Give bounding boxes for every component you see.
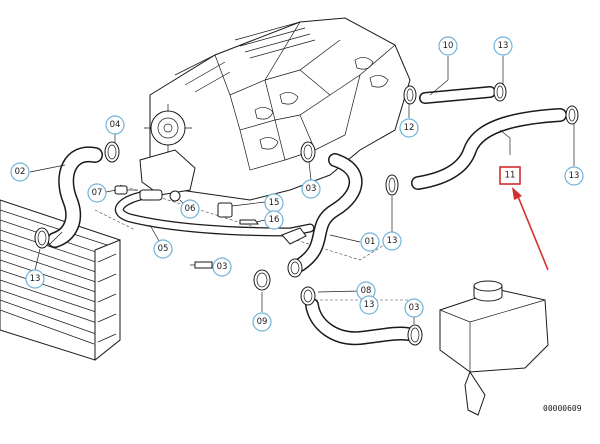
callout-13[interactable]: 13 <box>382 231 402 251</box>
svg-text:09: 09 <box>257 317 268 327</box>
callout-10[interactable]: 10 <box>438 36 458 56</box>
hose-02[interactable] <box>47 146 103 248</box>
callout-01[interactable]: 01 <box>360 232 380 252</box>
svg-text:01: 01 <box>365 237 376 247</box>
svg-text:13: 13 <box>498 41 509 51</box>
svg-text:05: 05 <box>158 244 169 254</box>
svg-text:10: 10 <box>443 41 454 51</box>
expansion-tank <box>439 280 549 416</box>
callout-13[interactable]: 13 <box>564 166 584 186</box>
callout-09[interactable]: 13 <box>359 295 379 315</box>
radiator <box>0 199 121 362</box>
svg-text:12: 12 <box>404 123 415 133</box>
svg-text:13: 13 <box>387 236 398 246</box>
callout-08[interactable]: 03 <box>212 257 232 277</box>
svg-text:13: 13 <box>30 274 41 284</box>
highlighted-part-label[interactable]: 11 <box>499 166 521 185</box>
callout-13[interactable]: 13 <box>493 36 513 56</box>
callouts: 10 13 12 13 04 02 07 06 03 13 15 16 05 0… <box>10 36 584 332</box>
callout-03[interactable]: 13 <box>25 269 45 289</box>
hose-10[interactable] <box>419 86 496 104</box>
hose-clamps <box>34 82 579 346</box>
callout-06[interactable]: 06 <box>180 199 200 219</box>
fittings <box>114 185 307 269</box>
svg-text:03: 03 <box>409 303 420 313</box>
leader-lines <box>29 56 575 324</box>
callout-14[interactable]: 03 <box>404 298 424 318</box>
svg-text:06: 06 <box>185 204 196 214</box>
svg-text:07: 07 <box>92 188 103 198</box>
hose-11[interactable] <box>411 108 567 190</box>
callout-12[interactable]: 12 <box>399 118 419 138</box>
callout-05[interactable]: 05 <box>153 239 173 259</box>
svg-text:16: 16 <box>269 215 280 225</box>
svg-text:08: 08 <box>361 286 372 296</box>
callout-04[interactable]: 04 <box>105 115 125 135</box>
hose-09[interactable] <box>305 298 415 346</box>
svg-text:04: 04 <box>110 120 121 130</box>
callout-15[interactable]: 15 <box>264 193 284 213</box>
svg-text:03: 03 <box>217 262 228 272</box>
hose-01[interactable] <box>293 153 363 272</box>
callout-13[interactable]: 08 <box>356 281 376 301</box>
callout-03[interactable]: 09 <box>252 312 272 332</box>
hose-05[interactable] <box>114 190 315 237</box>
callout-16[interactable]: 16 <box>264 210 284 230</box>
svg-text:02: 02 <box>15 167 26 177</box>
svg-text:13: 13 <box>569 171 580 181</box>
callout-02[interactable]: 02 <box>10 162 30 182</box>
engine-block <box>139 17 411 201</box>
svg-text:11: 11 <box>505 171 516 181</box>
highlight-arrow <box>512 187 549 271</box>
svg-text:03: 03 <box>306 184 317 194</box>
svg-text:15: 15 <box>269 198 280 208</box>
diagram-reference-number: 00000609 <box>543 404 582 413</box>
svg-text:13: 13 <box>364 300 375 310</box>
callout-03[interactable]: 03 <box>301 179 321 199</box>
callout-07[interactable]: 07 <box>87 183 107 203</box>
